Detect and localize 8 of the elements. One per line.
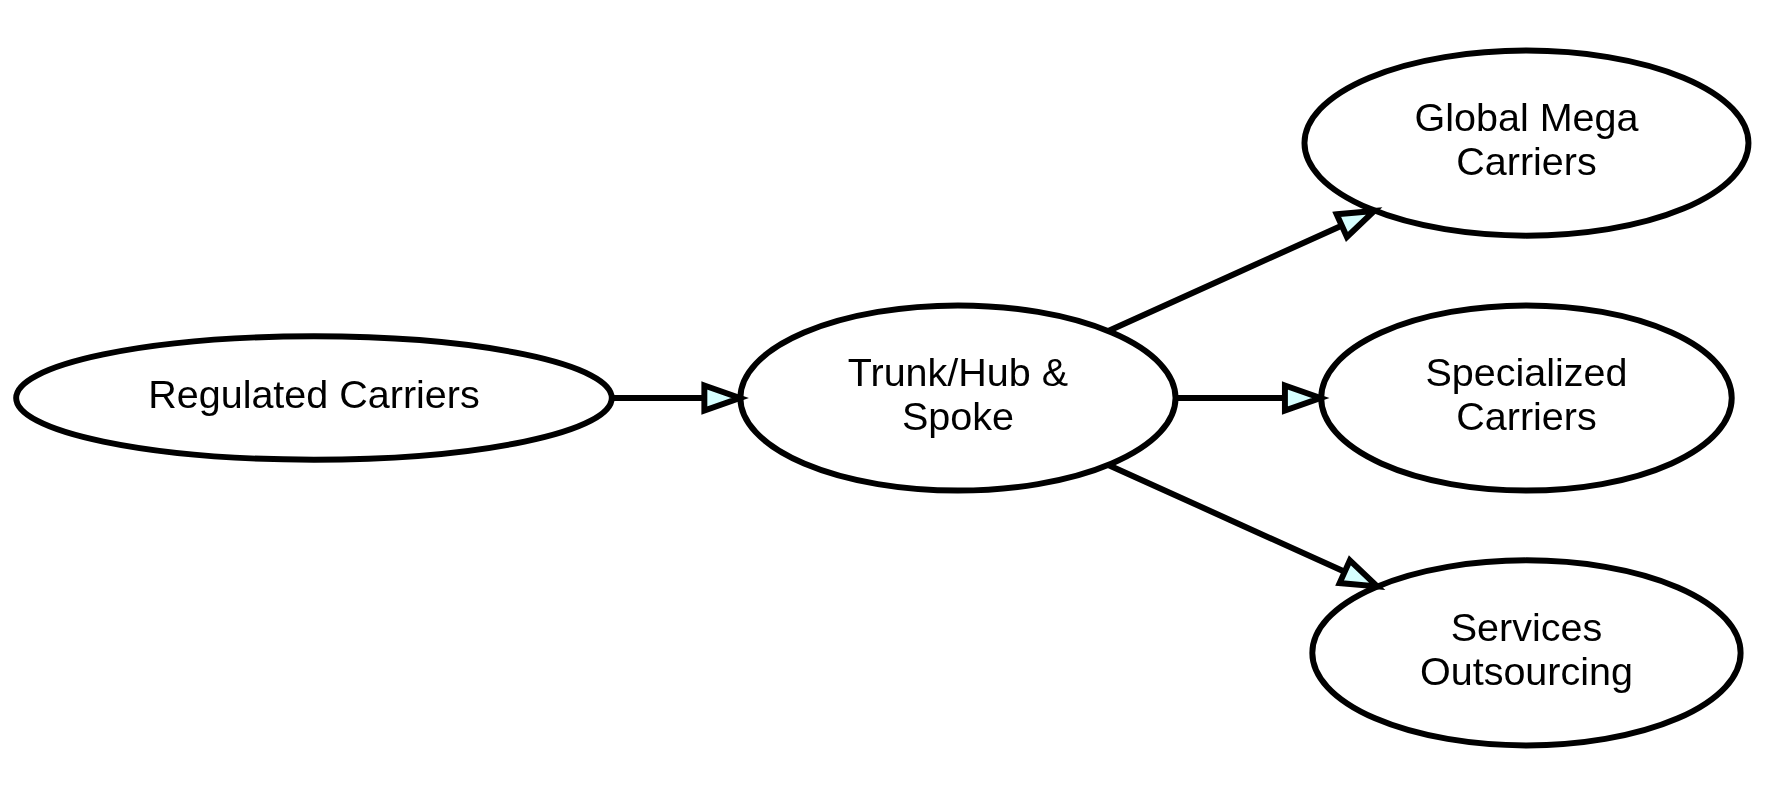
- node-ellipse: Regulated Carriers: [13, 333, 615, 463]
- node-ellipse: Trunk/Hub & Spoke: [737, 302, 1179, 494]
- arrow: [1176, 381, 1330, 415]
- node-ellipse: Global Mega Carriers: [1301, 47, 1752, 239]
- arrow: [1107, 207, 1383, 334]
- arrow: [611, 381, 749, 415]
- node-ellipse: Specialized Carriers: [1318, 302, 1735, 494]
- arrow: [1107, 462, 1386, 591]
